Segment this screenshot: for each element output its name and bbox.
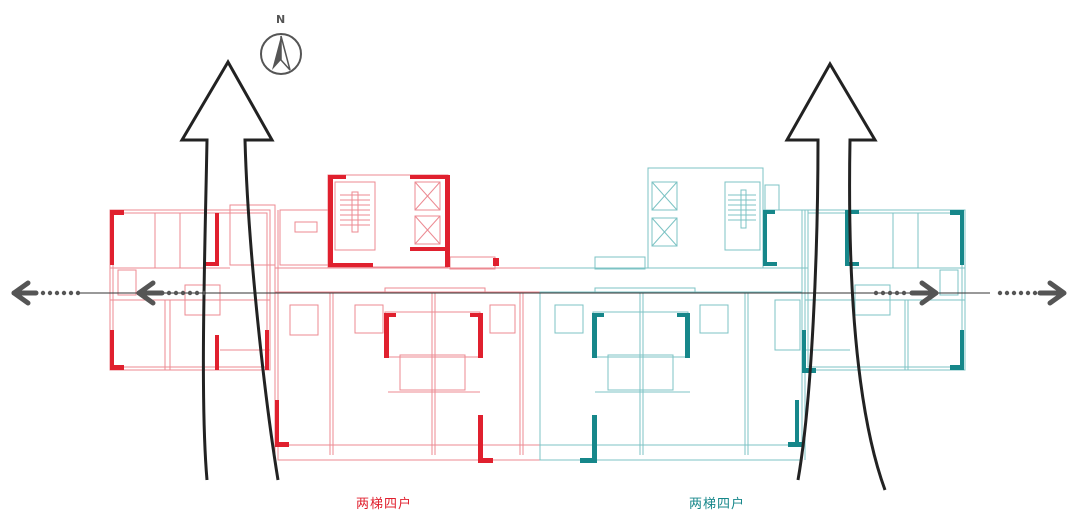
left-building-plan [109,174,541,461]
right-cross-ventilation-arrow [873,280,1067,306]
left-unit-type-label: 两梯四户 [356,497,413,512]
left-building-structural-walls [110,175,499,463]
left-cross-ventilation-arrow [11,280,207,306]
right-north-south-airflow-arrow [784,61,887,491]
north-arrow-icon [260,33,302,75]
right-building-structural-walls [580,210,964,463]
right-unit-type-label: 两梯四户 [689,497,746,512]
compass-north-label: N [276,13,286,26]
left-north-south-airflow-arrow [179,58,280,481]
